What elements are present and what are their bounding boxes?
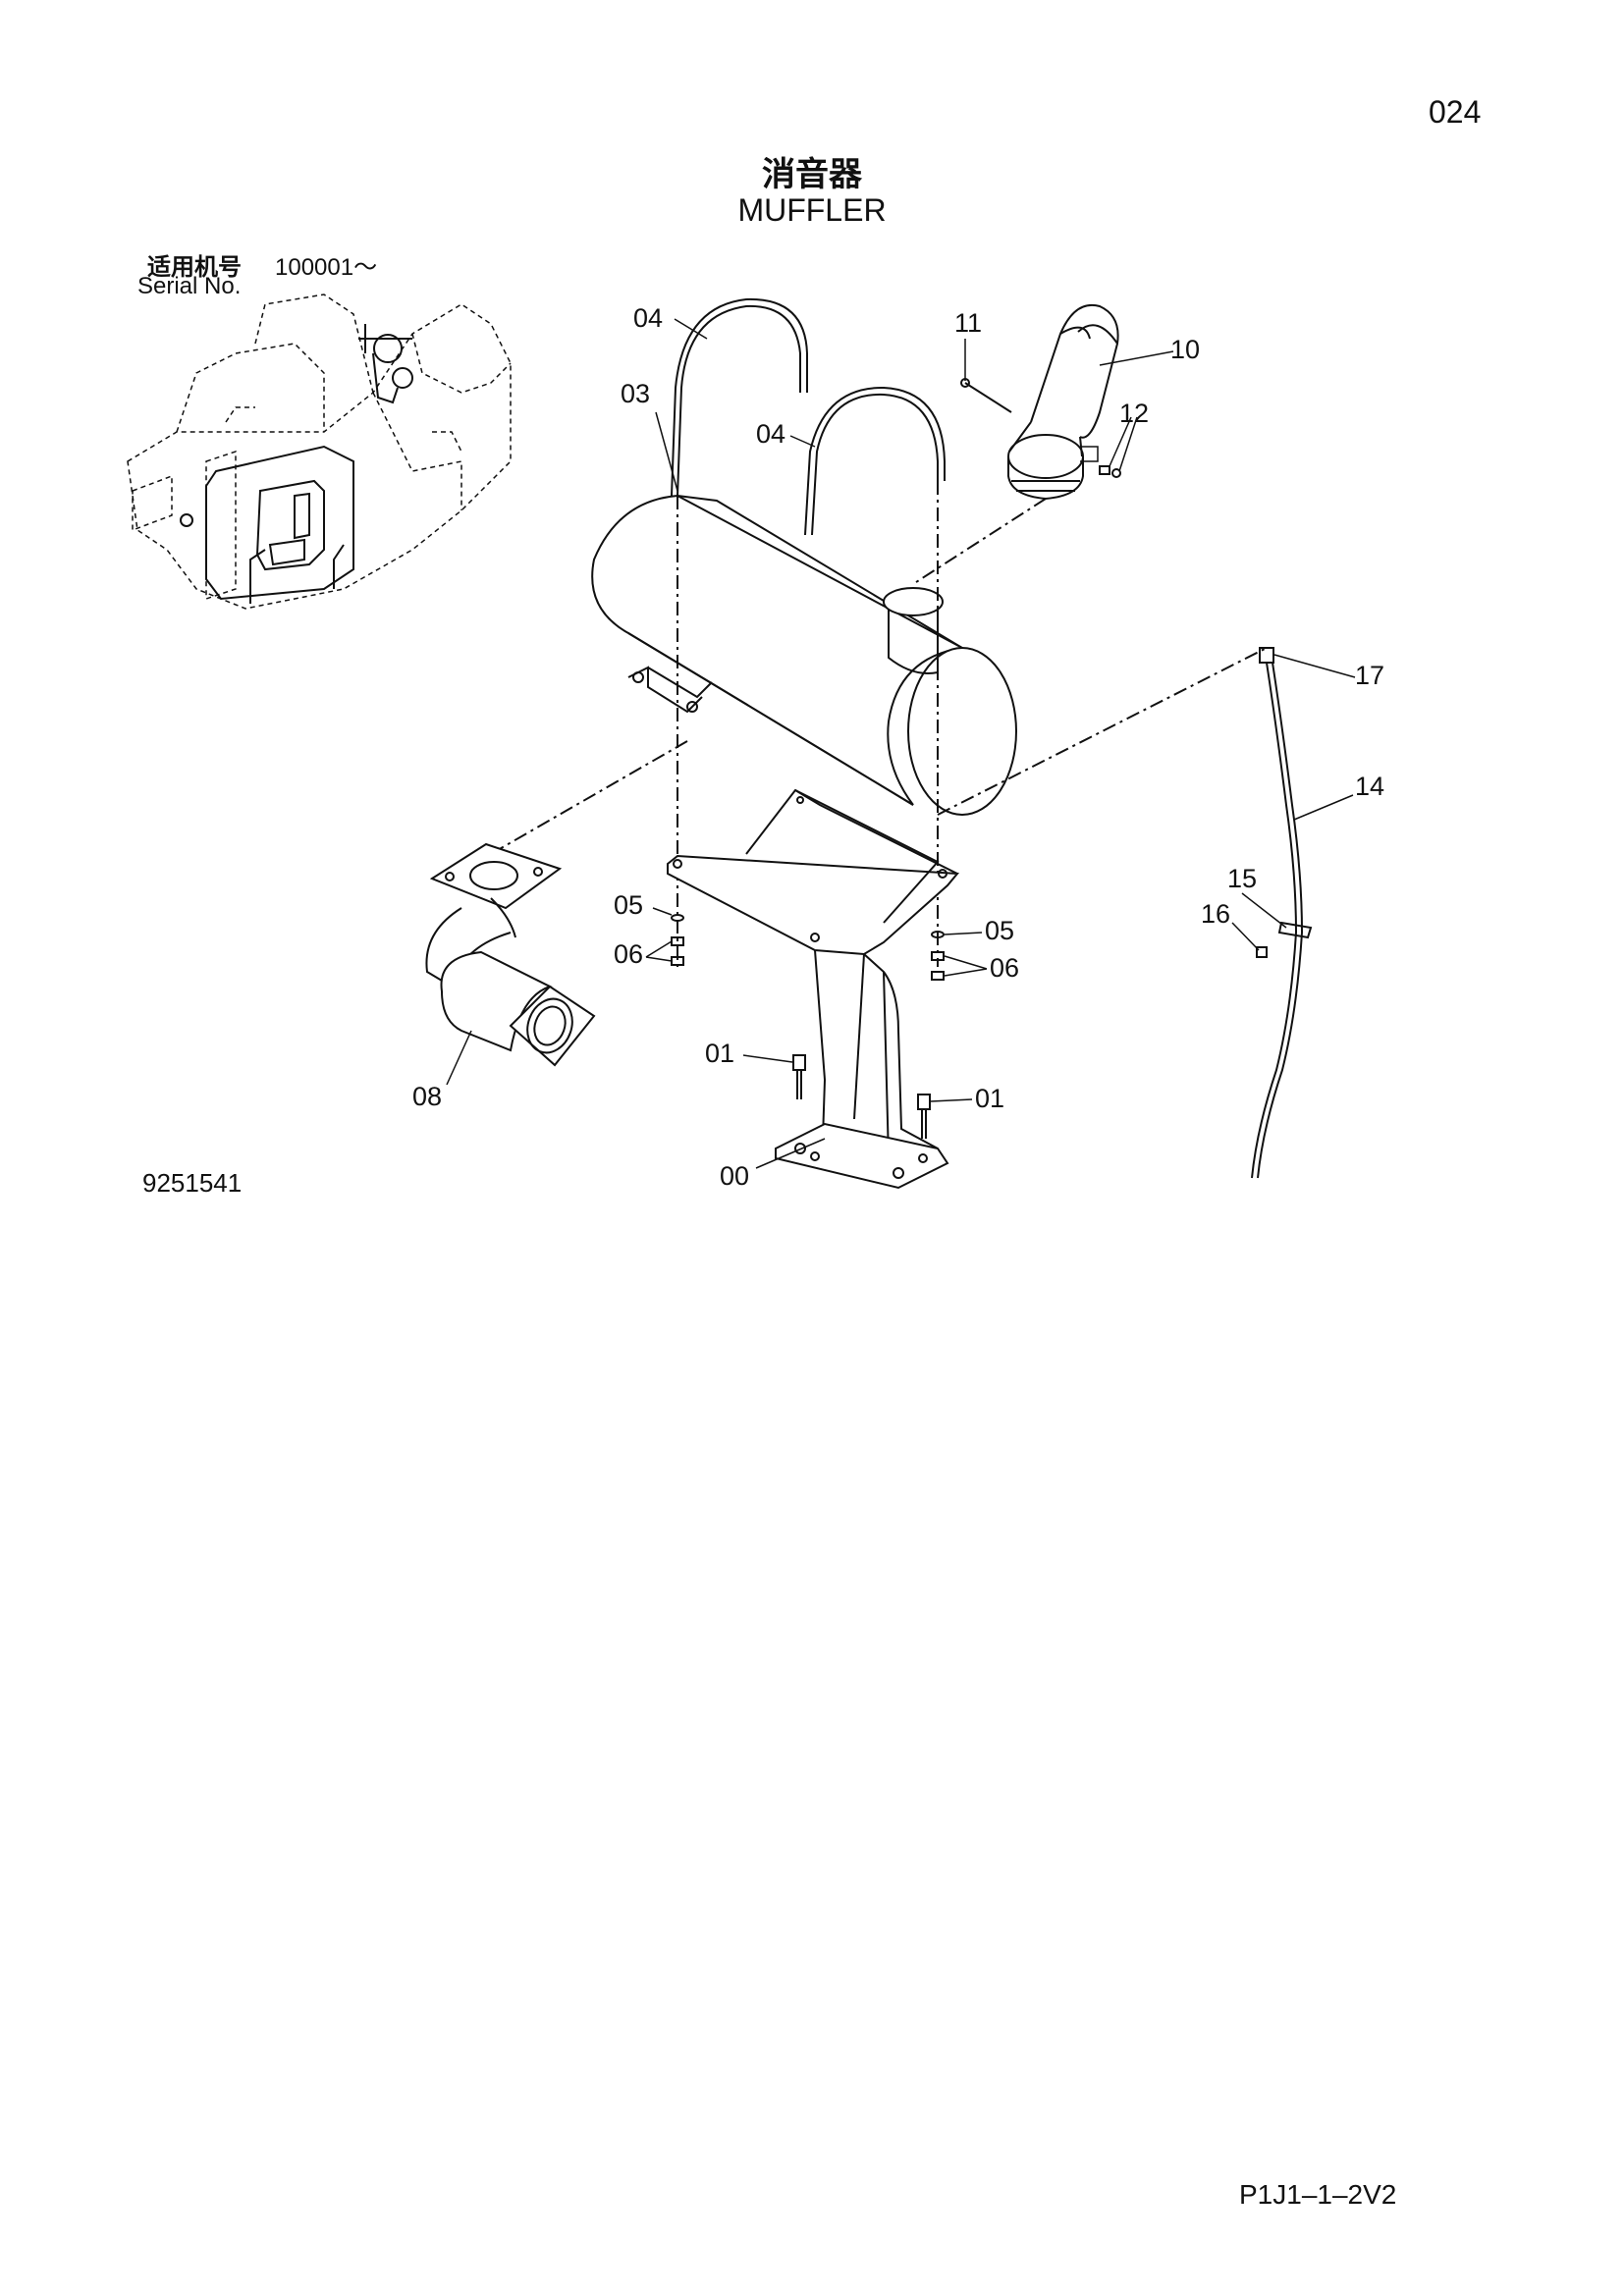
drain-hose-part-14 [1251, 662, 1304, 1179]
callout-00: 00 [720, 1161, 749, 1191]
fitting-part-17 [1259, 647, 1274, 664]
callout-06-left: 06 [614, 939, 643, 969]
washer-nut-parts-05-06-left [671, 914, 684, 966]
drawing-number: 9251541 [142, 1168, 243, 1198]
callout-08: 08 [412, 1082, 442, 1111]
muffler-body-part-03 [591, 494, 1017, 816]
callout-15: 15 [1227, 864, 1257, 893]
serial-label-english: Serial No. [137, 273, 242, 299]
bracket-part-00 [667, 788, 960, 1190]
bolt-part-01-right [917, 1094, 931, 1139]
bolt-part-16 [1256, 946, 1268, 958]
callout-06-right: 06 [990, 953, 1019, 983]
callout-labels: 04 03 04 11 10 12 17 14 15 16 05 06 05 0… [412, 303, 1384, 1191]
band-part-04-front [804, 386, 946, 536]
callout-05-right: 05 [985, 916, 1014, 945]
leader-lines [446, 318, 1356, 1169]
callout-12: 12 [1119, 399, 1149, 428]
callout-04-front: 04 [756, 419, 785, 449]
callout-01-left: 01 [705, 1039, 734, 1068]
tail-pipe-elbow-part-10 [964, 303, 1119, 501]
clip-part-15 [1277, 921, 1313, 939]
callout-10: 10 [1170, 335, 1200, 364]
machine-location-sketch [127, 294, 512, 610]
bolt-part-01-left [792, 1054, 806, 1099]
serial-number-range: 100001～ [275, 254, 378, 281]
band-part-04-rear [671, 297, 808, 497]
washer-nut-parts-05-06-right [931, 931, 945, 981]
callout-17: 17 [1355, 661, 1384, 690]
callout-03: 03 [621, 379, 650, 408]
callout-11: 11 [954, 308, 982, 338]
serial-label-chinese: 适用机号 [147, 253, 242, 281]
inlet-pipe-part-08 [425, 842, 596, 1067]
callout-04-rear: 04 [633, 303, 663, 333]
clamp-bolt-nut-part-12 [1099, 465, 1121, 478]
page-code: P1J1–1–2V2 [1239, 2179, 1397, 2210]
page-title-english: MUFFLER [737, 192, 887, 228]
callout-05-left: 05 [614, 890, 643, 920]
page-number: 024 [1429, 94, 1482, 130]
page-title-chinese: 消音器 [762, 155, 862, 194]
callout-16: 16 [1201, 899, 1230, 929]
callout-01-right: 01 [975, 1084, 1004, 1113]
callout-14: 14 [1355, 772, 1384, 801]
